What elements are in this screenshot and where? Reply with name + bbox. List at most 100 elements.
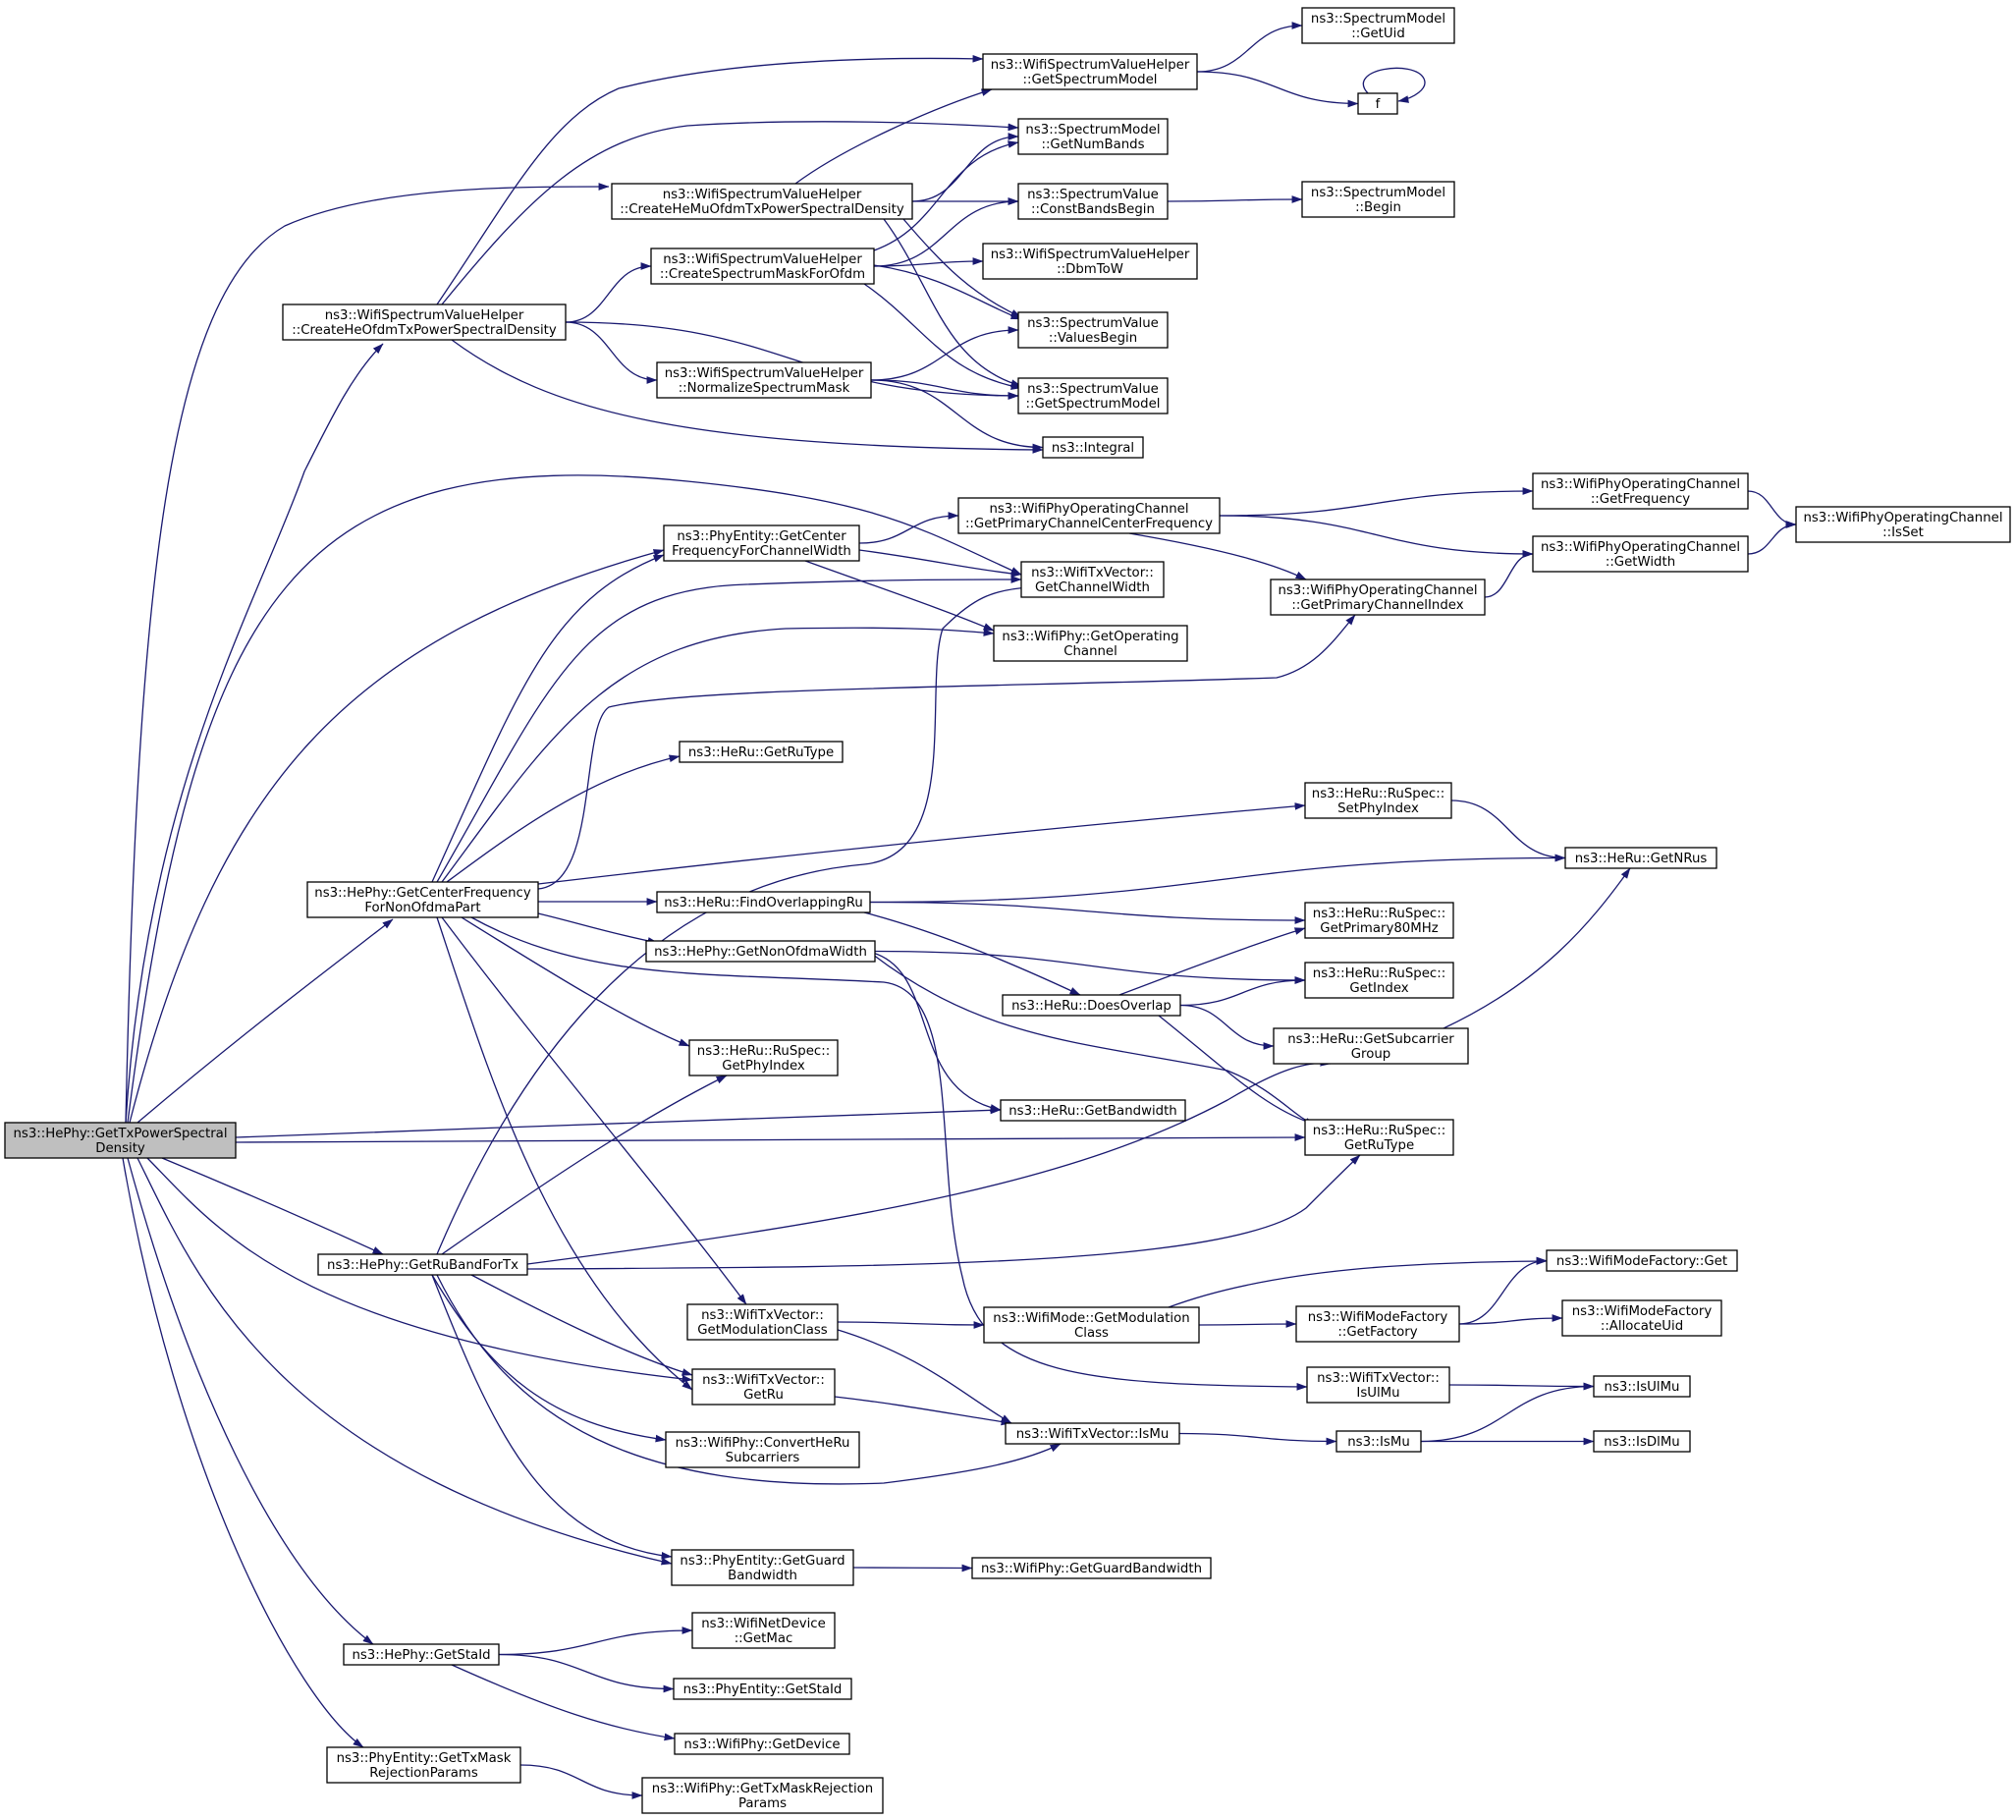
- node-modegetmodclass[interactable]: ns3::WifiMode::GetModulationClass: [983, 1306, 1200, 1344]
- node-createheofdm[interactable]: ns3::WifiSpectrumValueHelper::CreateHeOf…: [282, 303, 567, 341]
- node-label-line: ::GetUid: [1351, 27, 1405, 41]
- node-ruspecsetphyindex[interactable]: ns3::HeRu::RuSpec::SetPhyIndex: [1304, 782, 1452, 819]
- node-netdevgetmac[interactable]: ns3::WifiNetDevice::GetMac: [691, 1612, 836, 1649]
- node-integral[interactable]: ns3::Integral: [1042, 436, 1144, 459]
- node-opch_isset[interactable]: ns3::WifiPhyOperatingChannel::IsSet: [1795, 506, 2011, 543]
- node-isulmu[interactable]: ns3::IsUlMu: [1593, 1375, 1691, 1398]
- node-svh_getspectrummodel[interactable]: ns3::WifiSpectrumValueHelper::GetSpectru…: [982, 53, 1198, 90]
- node-box: [326, 1746, 521, 1784]
- edge-getruband-to-ruspecphyindex: [441, 1075, 728, 1255]
- edge-svh_getspectrummodel-to-f: [1196, 71, 1359, 108]
- node-label-line: GetIndex: [1349, 981, 1408, 996]
- node-modefactory[interactable]: ns3::WifiModeFactory::GetFactory: [1295, 1305, 1460, 1343]
- edge-txvecismu-to-ismu: [1178, 1432, 1337, 1446]
- node-createhemu[interactable]: ns3::WifiSpectrumValueHelper::CreateHeMu…: [611, 183, 913, 220]
- node-label-line: ns3::HeRu::RuSpec::: [1313, 966, 1445, 981]
- node-label-line: ns3::WifiModeFactory: [1572, 1304, 1713, 1319]
- node-ruspecgetindex[interactable]: ns3::HeRu::RuSpec::GetIndex: [1304, 962, 1454, 999]
- node-pe_getstaid[interactable]: ns3::PhyEntity::GetStaId: [673, 1678, 852, 1700]
- edge-doesoverlap-to-ruspecgetrutype: [1158, 1015, 1317, 1126]
- node-allocateuid[interactable]: ns3::WifiModeFactory::AllocateUid: [1561, 1299, 1722, 1337]
- edge-gettxpsd-to-getguardbw: [136, 1157, 673, 1566]
- node-getnonofdmawidth[interactable]: ns3::HePhy::GetNonOfdmaWidth: [645, 940, 876, 963]
- edge-centerfreqnonofdma-to-herugetrutype: [446, 754, 681, 883]
- node-opch_getwidth[interactable]: ns3::WifiPhyOperatingChannel::GetWidth: [1532, 535, 1749, 573]
- node-herugetbandwidth[interactable]: ns3::HeRu::GetBandwidth: [1000, 1099, 1186, 1122]
- node-box: [645, 940, 876, 963]
- node-label-line: ns3::HeRu::GetRuType: [688, 745, 834, 760]
- node-centerfreqnonofdma[interactable]: ns3::HePhy::GetCenterFrequencyForNonOfdm…: [306, 881, 539, 918]
- node-label-line: ns3::WifiMode::GetModulation: [993, 1311, 1189, 1326]
- node-box: [1357, 92, 1398, 115]
- edge-doesoverlap-to-ruspecgetindex: [1179, 976, 1306, 1007]
- node-label-line: FrequencyForChannelWidth: [672, 544, 851, 559]
- node-label-line: IsUlMu: [1356, 1386, 1399, 1401]
- node-opch_getfrequency[interactable]: ns3::WifiPhyOperatingChannel::GetFrequen…: [1532, 472, 1749, 510]
- edge-pe_centerfreq-to-getoperatingchannel: [804, 560, 995, 632]
- node-getmodclass_tx[interactable]: ns3::WifiTxVector::GetModulationClass: [686, 1303, 839, 1341]
- node-f[interactable]: f: [1357, 92, 1398, 115]
- node-ruspecgetrutype[interactable]: ns3::HeRu::RuSpec::GetRuType: [1304, 1119, 1454, 1156]
- node-getprimaryindex[interactable]: ns3::WifiPhyOperatingChannel::GetPrimary…: [1270, 579, 1486, 616]
- node-constbandsbegin[interactable]: ns3::SpectrumValue::ConstBandsBegin: [1017, 183, 1169, 220]
- node-dbmtow[interactable]: ns3::WifiSpectrumValueHelper::DbmToW: [982, 243, 1198, 280]
- node-box: [611, 183, 913, 220]
- node-herugetrutype[interactable]: ns3::HeRu::GetRuType: [679, 741, 844, 763]
- node-txvecismu[interactable]: ns3::WifiTxVector::IsMu: [1005, 1422, 1180, 1445]
- node-modefactoryget[interactable]: ns3::WifiModeFactory::Get: [1546, 1249, 1738, 1272]
- node-findoverlap[interactable]: ns3::HeRu::FindOverlappingRu: [656, 891, 871, 913]
- node-createmask[interactable]: ns3::WifiSpectrumValueHelper::CreateSpec…: [650, 248, 875, 285]
- node-pe_centerfreq[interactable]: ns3::PhyEntity::GetCenterFrequencyForCha…: [663, 524, 860, 562]
- node-label-line: ns3::SpectrumModel: [1311, 12, 1445, 27]
- node-label-line: ns3::WifiPhyOperatingChannel: [1541, 477, 1740, 492]
- node-box: [1020, 561, 1165, 598]
- node-phygetdevice[interactable]: ns3::WifiPhy::GetDevice: [674, 1733, 850, 1755]
- node-label-line: ns3::HeRu::RuSpec::: [1312, 787, 1444, 801]
- node-label-line: ::NormalizeSpectrumMask: [679, 381, 850, 396]
- node-ruspecprimary80[interactable]: ns3::HeRu::RuSpec::GetPrimary80MHz: [1304, 902, 1454, 939]
- node-box: [1295, 1305, 1460, 1343]
- node-box: [1042, 436, 1144, 459]
- node-label-line: ns3::HeRu::GetSubcarrier: [1287, 1032, 1454, 1047]
- node-getnumbands[interactable]: ns3::SpectrumModel::GetNumBands: [1017, 118, 1169, 155]
- node-sv_getspectrummodel[interactable]: ns3::SpectrumValue::GetSpectrumModel: [1017, 377, 1169, 414]
- edge-ruspecsetphyindex-to-getnrus: [1450, 800, 1566, 862]
- node-getchannelwidth[interactable]: ns3::WifiTxVector::GetChannelWidth: [1020, 561, 1165, 598]
- node-normalizemask[interactable]: ns3::WifiSpectrumValueHelper::NormalizeS…: [656, 361, 872, 399]
- edge-centerfreqnonofdma-to-ruspecsetphyindex: [537, 802, 1306, 885]
- edge-createhemu-to-sv_getspectrummodel: [883, 218, 1022, 387]
- node-ismu[interactable]: ns3::IsMu: [1335, 1430, 1422, 1453]
- node-box: [1273, 1027, 1469, 1065]
- node-doesoverlap[interactable]: ns3::HeRu::DoesOverlap: [1002, 994, 1181, 1017]
- edge-gettxpsd-to-herugetbandwidth: [235, 1106, 1002, 1138]
- edge-getruband-to-getchannelwidth: [436, 583, 1032, 1255]
- node-label-line: f: [1376, 97, 1381, 112]
- node-txvecisulmu[interactable]: ns3::WifiTxVector::IsUlMu: [1306, 1366, 1450, 1404]
- node-valuesbegin[interactable]: ns3::SpectrumValue::ValuesBegin: [1017, 311, 1169, 349]
- edge-getruband-to-txvecismu: [436, 1274, 1062, 1485]
- node-label-line: ns3::HeRu::RuSpec::: [1313, 1124, 1445, 1138]
- node-getguardbw[interactable]: ns3::PhyEntity::GetGuardBandwidth: [671, 1549, 854, 1586]
- edge-createheofdm-to-normalizemask: [565, 321, 658, 384]
- node-label-line: ns3::WifiPhy::GetDevice: [683, 1737, 840, 1752]
- node-phygetguardbw[interactable]: ns3::WifiPhy::GetGuardBandwidth: [971, 1557, 1212, 1579]
- node-box: [1795, 506, 2011, 543]
- node-getruband[interactable]: ns3::HePhy::GetRuBandForTx: [317, 1253, 528, 1276]
- node-box: [1017, 377, 1169, 414]
- node-getnrus[interactable]: ns3::HeRu::GetNRus: [1564, 847, 1717, 869]
- edge-centerfreqnonofdma-to-getmodclass_tx: [441, 916, 747, 1305]
- node-isdlmu[interactable]: ns3::IsDlMu: [1593, 1430, 1691, 1453]
- edge-createheofdm-to-svh_getspectrummodel: [436, 54, 984, 305]
- node-sm_getuid[interactable]: ns3::SpectrumModel::GetUid: [1301, 7, 1455, 44]
- node-txvecgetru[interactable]: ns3::WifiTxVector::GetRu: [691, 1368, 836, 1406]
- node-getprimarycf[interactable]: ns3::WifiPhyOperatingChannel::GetPrimary…: [957, 497, 1221, 534]
- node-getstaid[interactable]: ns3::HePhy::GetStaId: [343, 1643, 500, 1666]
- node-ruspecphyindex[interactable]: ns3::HeRu::RuSpec::GetPhyIndex: [688, 1039, 839, 1076]
- node-sm_begin[interactable]: ns3::SpectrumModel::Begin: [1301, 181, 1455, 218]
